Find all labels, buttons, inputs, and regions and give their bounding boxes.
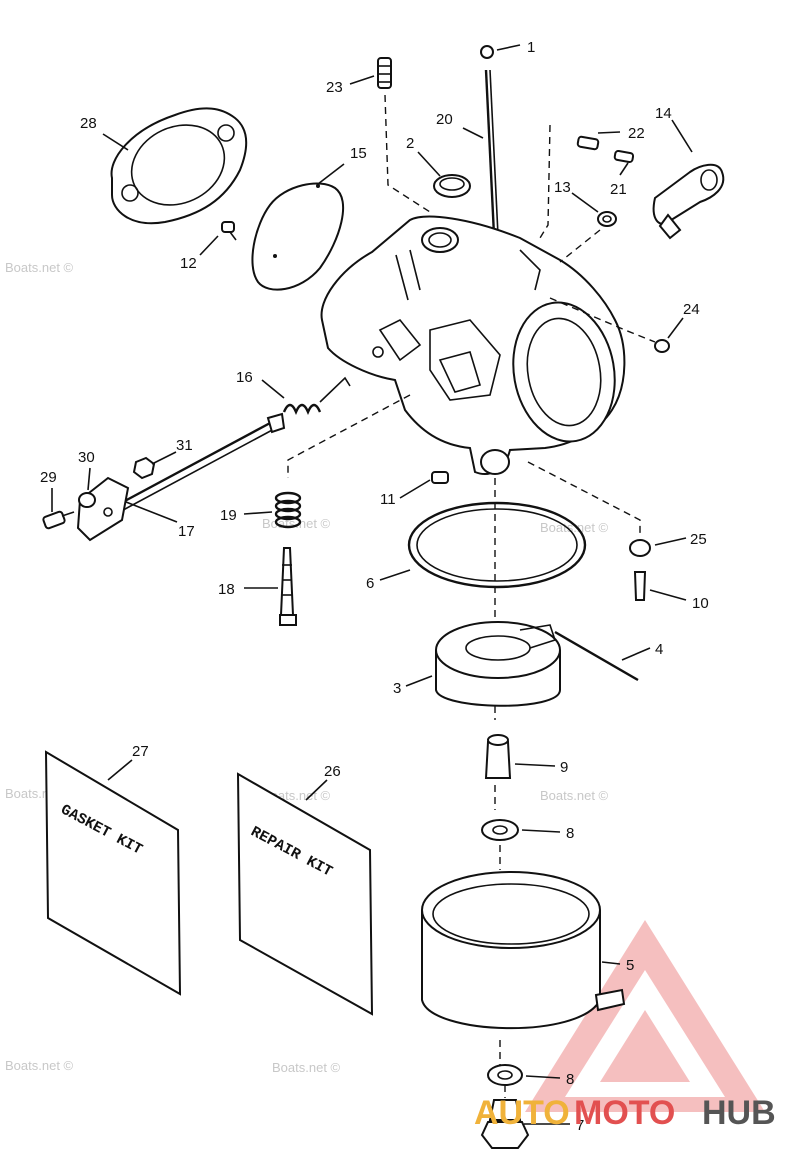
screw-12 bbox=[221, 221, 237, 241]
callout-1: 1 bbox=[527, 39, 535, 56]
needle-18 bbox=[279, 547, 297, 626]
callout-26: 26 bbox=[324, 763, 341, 780]
callout-30: 30 bbox=[78, 449, 95, 466]
callout-24: 24 bbox=[683, 301, 700, 318]
screw-21 bbox=[613, 149, 635, 164]
assembly-lines bbox=[287, 94, 656, 1098]
callout-27: 27 bbox=[132, 743, 149, 760]
autohub-logo bbox=[525, 920, 765, 1112]
plug-24 bbox=[654, 339, 670, 353]
repair-kit-card: REPAIR KIT bbox=[236, 772, 374, 1016]
washer-8-lower bbox=[487, 1064, 523, 1086]
callout-29: 29 bbox=[40, 469, 57, 486]
spring-16 bbox=[282, 376, 351, 416]
callout-8-upper: 8 bbox=[566, 825, 574, 842]
logo-hub: HUB bbox=[702, 1094, 776, 1132]
callout-13: 13 bbox=[554, 179, 571, 196]
callout-2: 2 bbox=[406, 135, 414, 152]
watermark-text: Boats.net © bbox=[540, 520, 609, 535]
callout-16: 16 bbox=[236, 369, 253, 386]
washer-8-upper bbox=[481, 819, 519, 841]
screw-11 bbox=[431, 471, 449, 484]
oring-6 bbox=[407, 501, 587, 589]
screw-23 bbox=[377, 57, 392, 89]
spring-19 bbox=[274, 491, 302, 529]
screw-22 bbox=[576, 135, 600, 151]
logo-auto: AUTO bbox=[474, 1094, 570, 1132]
float-bowl-5 bbox=[421, 871, 626, 1030]
drain-plug-7 bbox=[480, 1099, 530, 1149]
callout-18: 18 bbox=[218, 581, 235, 598]
cap-2 bbox=[433, 174, 471, 198]
elbow-fitting-14 bbox=[652, 163, 725, 240]
callout-7: 7 bbox=[576, 1117, 584, 1134]
washer-13 bbox=[597, 211, 617, 227]
rod-20 bbox=[484, 69, 499, 236]
callout-20: 20 bbox=[436, 111, 453, 128]
needle-10 bbox=[633, 571, 647, 601]
bushing-30 bbox=[78, 492, 96, 508]
leader-lines bbox=[51, 44, 693, 1125]
callout-9: 9 bbox=[560, 759, 568, 776]
gasket-flange-28 bbox=[110, 107, 248, 225]
gasket-kit-card: GASKET KIT bbox=[44, 750, 182, 996]
logo-moto: MOTO bbox=[574, 1094, 675, 1132]
callout-11: 11 bbox=[380, 491, 396, 508]
callout-28: 28 bbox=[80, 115, 97, 132]
callout-15: 15 bbox=[350, 145, 367, 162]
autohub-logo-text: AUTO MOTO HUB bbox=[474, 1094, 776, 1132]
callout-4: 4 bbox=[655, 641, 663, 658]
watermark-text: Boats.net © bbox=[5, 260, 74, 275]
pin-4 bbox=[554, 630, 639, 682]
callout-3: 3 bbox=[393, 680, 401, 697]
callout-19: 19 bbox=[220, 507, 237, 524]
watermark-text: Boats.net © bbox=[272, 1060, 341, 1075]
callout-5: 5 bbox=[626, 957, 634, 974]
throttle-shaft-17 bbox=[76, 412, 286, 542]
callout-22: 22 bbox=[628, 125, 645, 142]
callout-8-lower: 8 bbox=[566, 1071, 574, 1088]
callout-14: 14 bbox=[655, 105, 672, 122]
float-3 bbox=[435, 621, 561, 707]
callout-31: 31 bbox=[176, 437, 193, 454]
callout-10: 10 bbox=[692, 595, 709, 612]
callout-labels: 1 2 3 4 5 6 7 8 8 9 10 11 12 13 14 15 16… bbox=[40, 39, 709, 1134]
callout-6: 6 bbox=[366, 575, 374, 592]
callout-25: 25 bbox=[690, 531, 707, 548]
plug-1 bbox=[480, 45, 494, 59]
diaphragm-15 bbox=[251, 182, 345, 291]
callout-12: 12 bbox=[180, 255, 197, 272]
watermark-text: Boats.net © bbox=[5, 1058, 74, 1073]
carburetor-body bbox=[320, 215, 626, 475]
screw-29 bbox=[42, 510, 75, 530]
seat-25 bbox=[629, 539, 651, 557]
jet-9 bbox=[484, 734, 512, 779]
callout-17: 17 bbox=[178, 523, 195, 540]
callout-21: 21 bbox=[610, 181, 627, 198]
callout-23: 23 bbox=[326, 79, 343, 96]
watermark-text: Boats.net © bbox=[540, 788, 609, 803]
nut-31 bbox=[132, 456, 156, 480]
